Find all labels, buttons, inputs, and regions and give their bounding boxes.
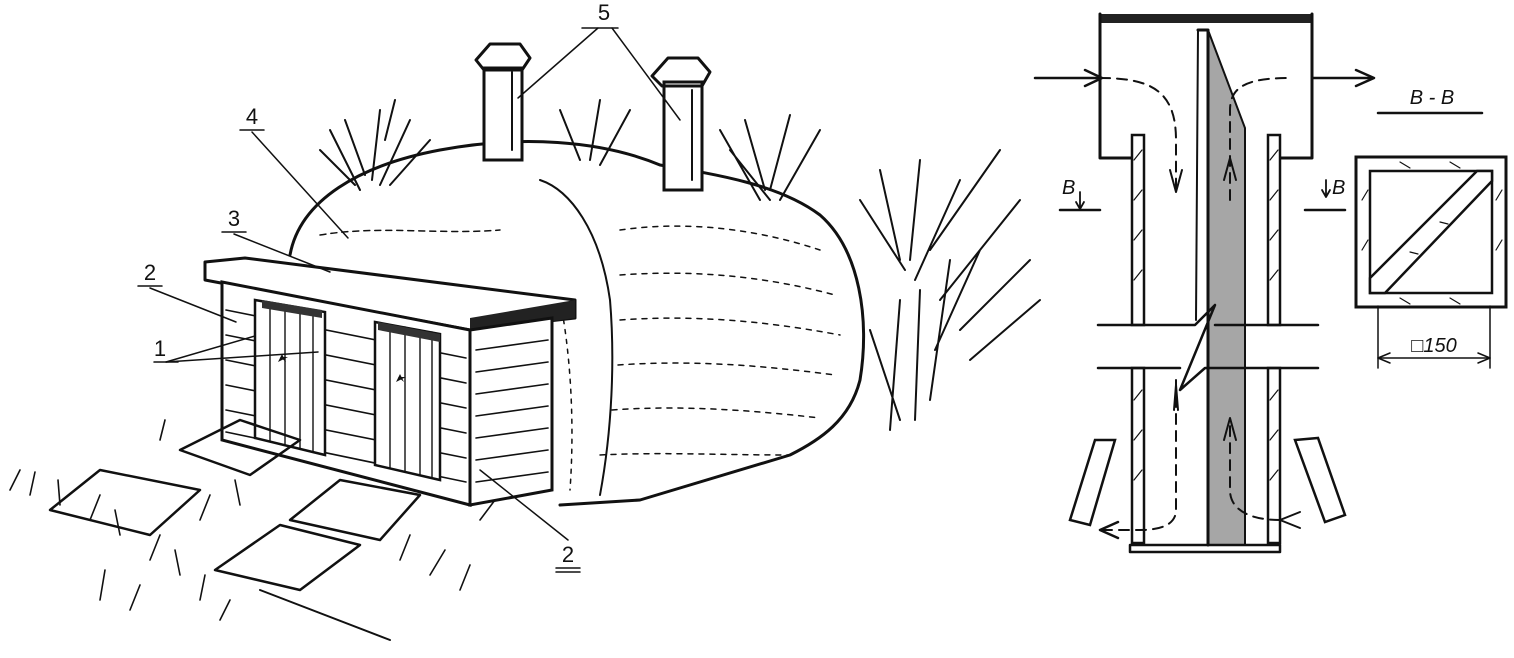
cellar-illustration: 5 4 3 2 1 2	[9, 0, 1041, 641]
shrubs	[319, 99, 1041, 431]
vent-pipe-section: B B B - B □150	[1033, 12, 1508, 554]
callout-5: 5	[598, 0, 610, 25]
callout-2-top: 2	[144, 260, 156, 285]
pipe-walls	[1128, 133, 1282, 554]
vent-pipe-left	[474, 42, 532, 162]
left-flap	[1068, 438, 1117, 527]
callout-3: 3	[228, 206, 240, 231]
callout-1: 1	[154, 336, 166, 361]
cut-mark-right-label: B	[1332, 177, 1345, 199]
air-flow-arrows	[1033, 68, 1376, 540]
callout-4: 4	[246, 104, 258, 129]
section-cut-marks	[1058, 179, 1347, 212]
right-flap	[1293, 436, 1347, 524]
warm-air-channel	[1207, 29, 1246, 546]
section-square	[1354, 155, 1508, 309]
garden-path	[9, 418, 496, 641]
earth-mound	[288, 140, 866, 507]
callout-2-bottom: 2	[562, 542, 574, 567]
cap-top	[1100, 14, 1312, 23]
cut-mark-left-label: B	[1062, 177, 1075, 199]
dimension-label: □150	[1411, 335, 1456, 357]
dimension-line	[1377, 305, 1491, 369]
callout-leaders	[137, 27, 681, 573]
section-title: B - B	[1410, 87, 1454, 109]
vent-pipe-right	[650, 56, 712, 192]
entrance-shed	[203, 256, 577, 507]
